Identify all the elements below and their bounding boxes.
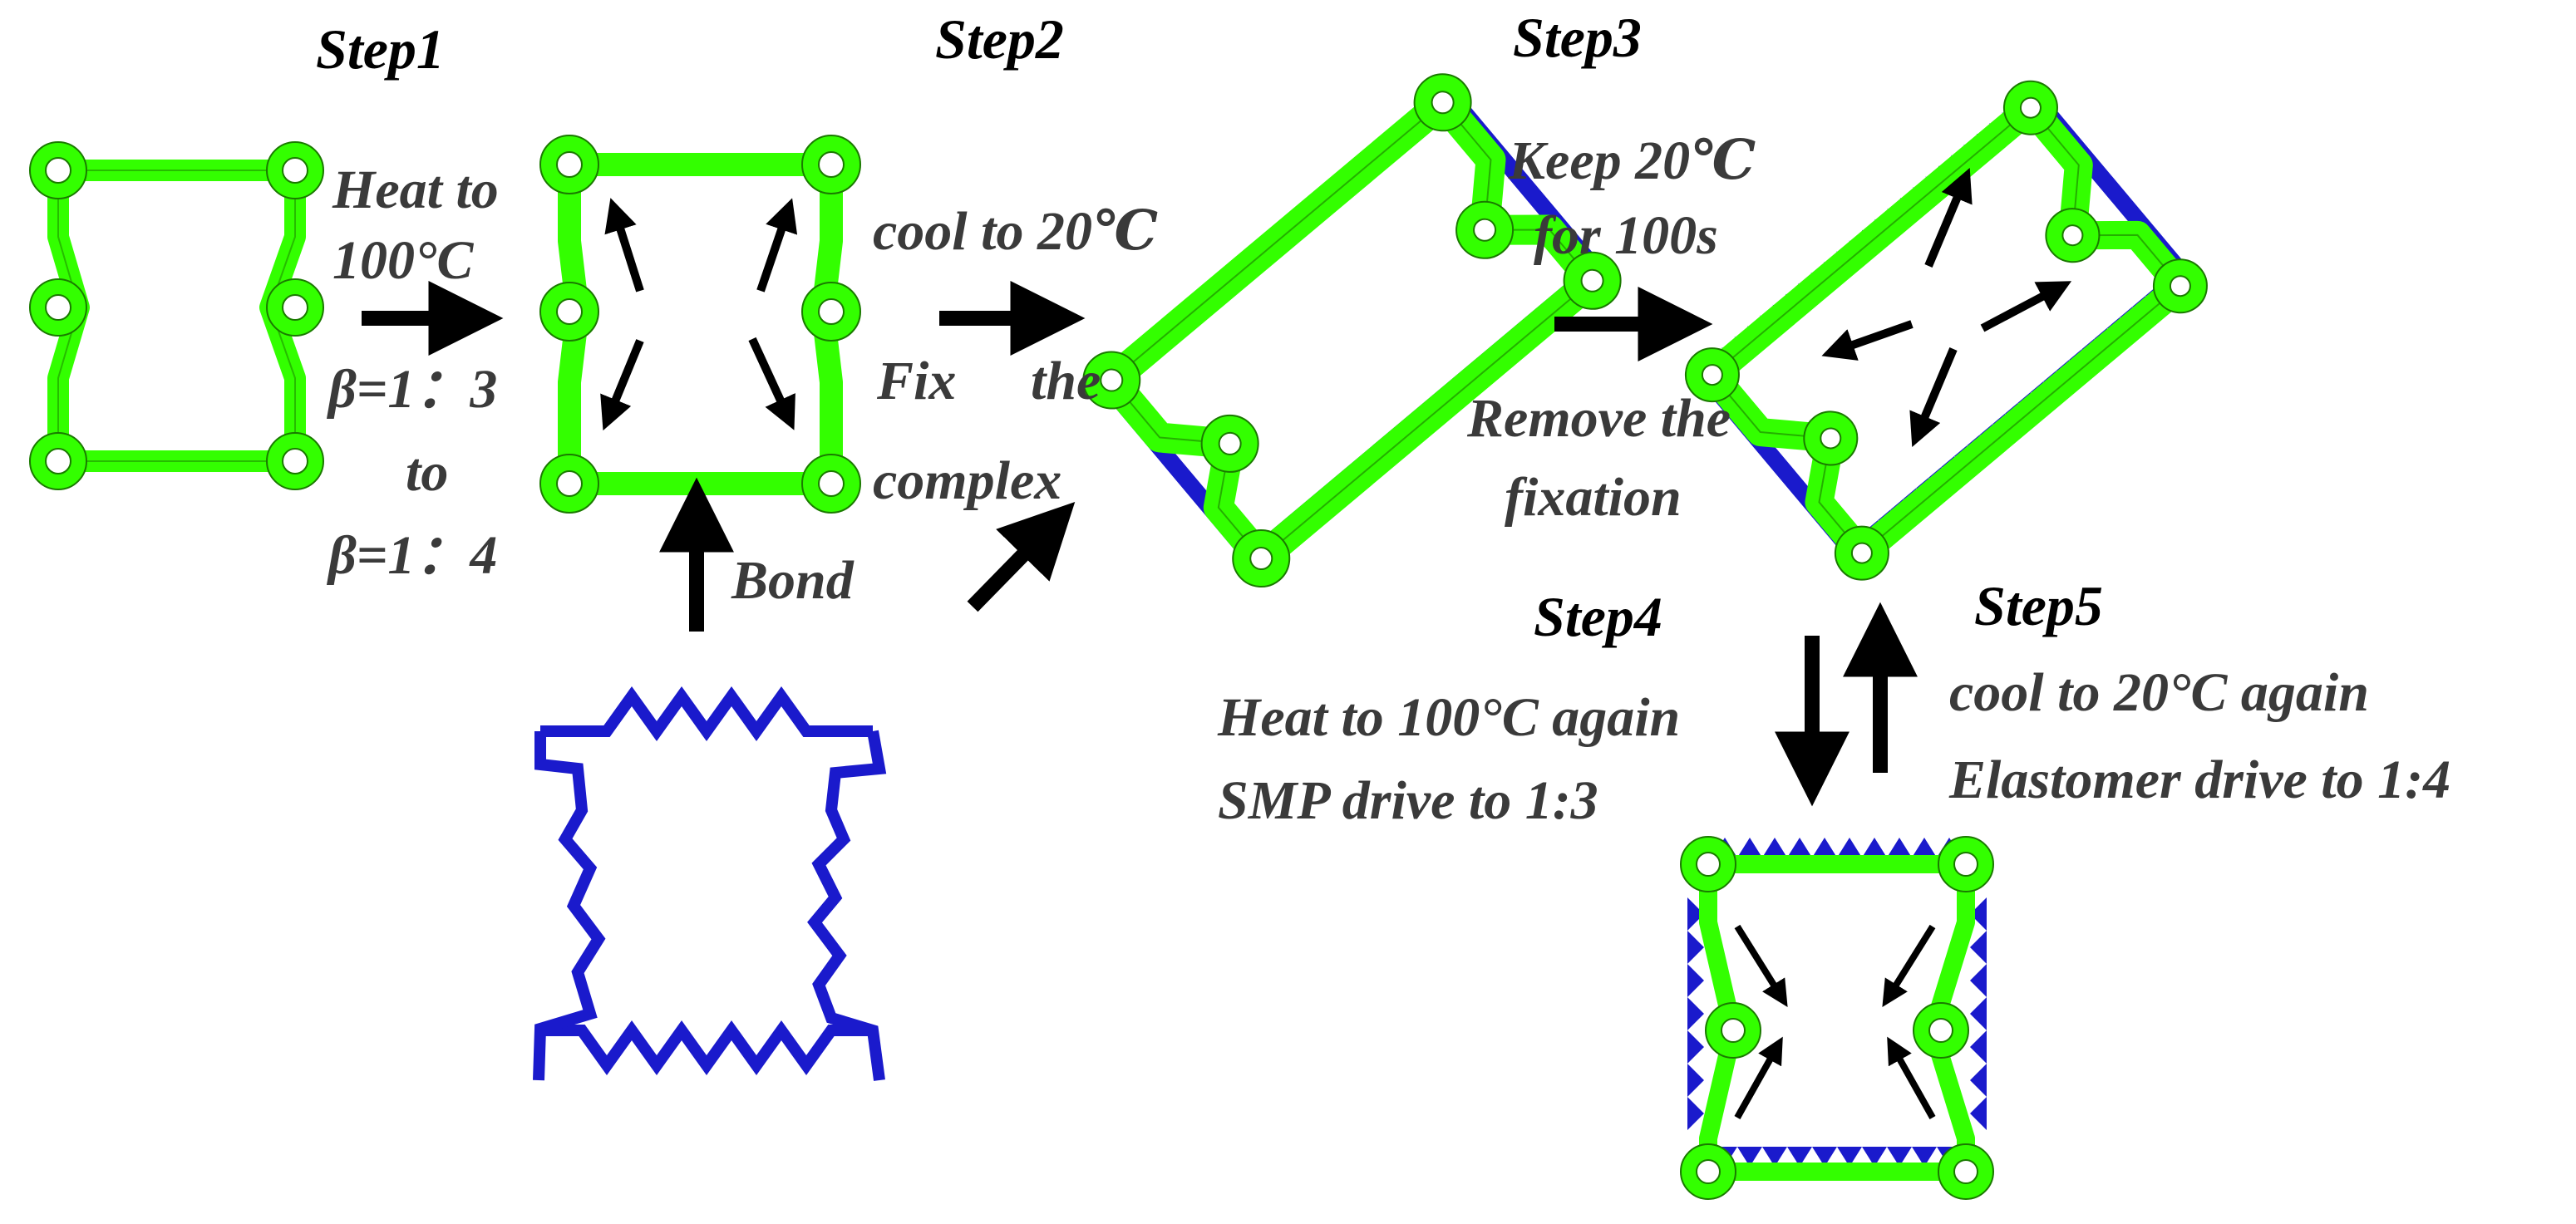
fix-label: Fix — [876, 351, 956, 411]
release-arrow — [1821, 320, 1914, 361]
contract-arrow — [1887, 1036, 1936, 1119]
remove-fixation-label: fixation — [1505, 467, 1682, 528]
stretch-arrow — [748, 337, 795, 430]
bond-label: Bond — [731, 550, 855, 611]
step1-label: Step1 — [316, 17, 445, 81]
elastomer-frame — [533, 686, 887, 1081]
release-arrow — [1909, 347, 1958, 448]
contract-arrow — [1734, 924, 1788, 1007]
released-complex-frame — [1684, 80, 2208, 581]
stretch-arrow — [604, 198, 644, 292]
contract-arrow — [1734, 1036, 1783, 1119]
smp-frame-stretched — [539, 135, 861, 514]
remove-the-label: Remove the — [1466, 388, 1731, 449]
step5-line2: Elastomer drive to 1:4 — [1948, 750, 2450, 810]
stretch-arrow — [756, 198, 798, 292]
step5-label: Step5 — [1974, 574, 2103, 637]
final-complex-frame — [1680, 836, 1994, 1200]
stretch-arrow — [600, 339, 644, 431]
keep-temp-label: Keep 20℃ — [1508, 130, 1756, 191]
step4-label: Step4 — [1534, 585, 1662, 648]
fix-complex-label: complex — [873, 450, 1061, 511]
step2-label: Step2 — [935, 7, 1064, 71]
fix-arrow — [967, 501, 1076, 612]
heat-temp-label: 100°C — [332, 230, 474, 291]
smp-frame-initial — [29, 141, 324, 490]
keep-time-label: for 100s — [1534, 205, 1718, 266]
step5-line1: cool to 20°C again — [1949, 662, 2369, 723]
release-arrow — [1924, 167, 1973, 268]
fixed-complex-frame — [1082, 73, 1622, 588]
beta-end-label: β=1：4 — [326, 525, 497, 586]
step4-line1: Heat to 100°C again — [1217, 687, 1680, 748]
release-arrow — [1980, 281, 2072, 332]
contract-arrow — [1882, 924, 1936, 1007]
step3-label: Step3 — [1513, 6, 1642, 69]
beta-to-label: to — [406, 442, 448, 503]
beta-start-label: β=1：3 — [326, 359, 497, 420]
cool-to-label: cool to 20℃ — [873, 201, 1158, 262]
fix-the-label: the — [1031, 351, 1101, 411]
step4-line2: SMP drive to 1:3 — [1218, 770, 1598, 831]
heat-to-label: Heat to — [332, 160, 499, 220]
